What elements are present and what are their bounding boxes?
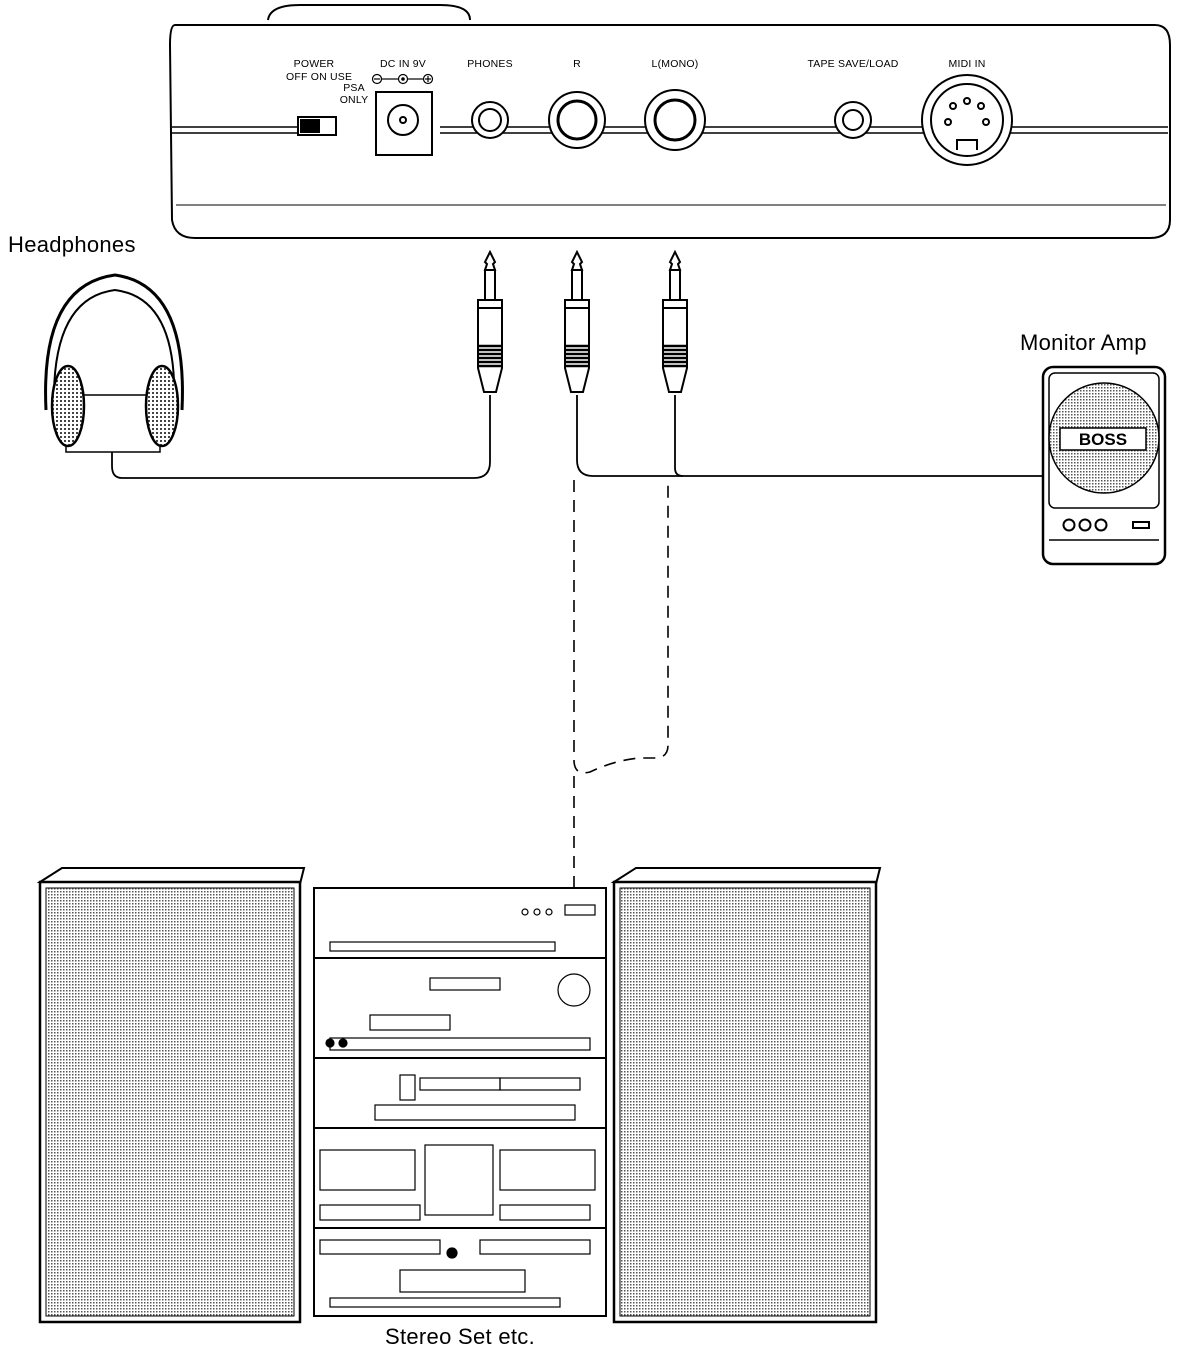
left-speaker (36, 867, 306, 1324)
dc-polarity-icon (371, 73, 434, 85)
tape-jack[interactable] (834, 101, 872, 139)
dc-in-label: DC IN 9V (380, 58, 426, 70)
stereo-component-stack (313, 887, 607, 1317)
midi-in-label: MIDI IN (948, 58, 986, 70)
headphones-label: Headphones (8, 232, 136, 257)
power-label: POWER (293, 58, 335, 70)
monitor-amp-illustration (1041, 365, 1167, 566)
amp-cable (576, 395, 1043, 477)
midi-in-port[interactable] (921, 74, 1013, 166)
tape-save-load-label: TAPE SAVE/LOAD (807, 58, 899, 70)
l-mono-jack[interactable] (644, 89, 706, 151)
right-speaker (610, 867, 882, 1324)
amp-brand-logo: BOSS (1079, 430, 1127, 449)
phones-plug (477, 249, 503, 393)
r-jack[interactable] (548, 91, 606, 149)
stereo-set-label: Stereo Set etc. (384, 1324, 536, 1349)
dc-in-jack[interactable] (375, 91, 433, 156)
headphones-illustration (44, 273, 184, 453)
power-switch[interactable] (297, 116, 337, 136)
psa-label: PSA (343, 82, 365, 94)
phones-jack[interactable] (471, 101, 509, 139)
off-on-use-label: OFF ON USE (286, 71, 353, 83)
r-label: R (573, 58, 581, 70)
l-mono-plug (662, 249, 688, 393)
r-plug (564, 249, 590, 393)
only-label: ONLY (339, 94, 369, 106)
stereo-cable-dashed (573, 480, 669, 888)
headphone-cable (111, 395, 491, 479)
monitor-amp-label: Monitor Amp (1020, 330, 1147, 355)
phones-label: PHONES (467, 58, 513, 70)
l-mono-label: L(MONO) (651, 58, 699, 70)
